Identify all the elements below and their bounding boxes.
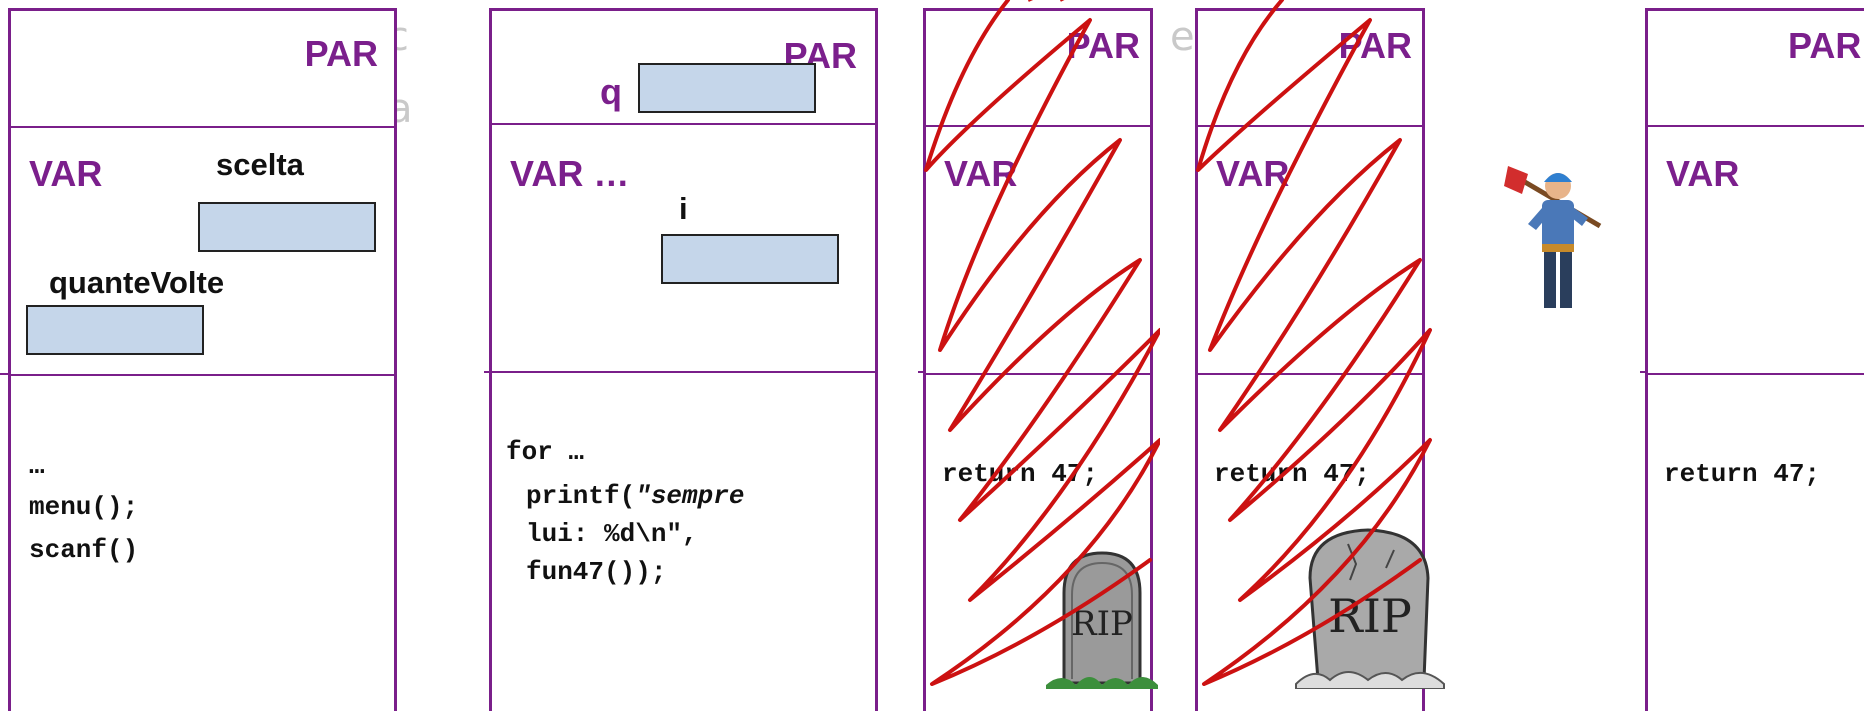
tombstone-icon: RIP [1046, 551, 1158, 689]
tombstone-text: RIP [1071, 604, 1133, 644]
divider-line [484, 371, 492, 373]
divider-line [11, 126, 394, 128]
code-line: … [29, 451, 45, 481]
code-line: printf("sempre [526, 477, 744, 515]
code-line: return 47; [1664, 459, 1821, 489]
par-label: PAR [304, 33, 378, 74]
worker-with-shovel-icon [1504, 166, 1602, 308]
background-text: e [1170, 14, 1195, 60]
divider-line [1198, 373, 1422, 375]
var-label: VAR … [510, 153, 630, 194]
code-line: lui: %d\n", [526, 519, 698, 549]
var-label: VAR [944, 153, 1018, 194]
divider-line [1648, 125, 1864, 127]
var-label: VAR [1216, 153, 1290, 194]
par-label: PAR [1788, 25, 1862, 66]
code-line: return 47; [1214, 459, 1371, 489]
variable-box [198, 202, 376, 252]
variable-name: i [679, 191, 688, 226]
stack-frame-caller: PAR q VAR … i for … printf("sempre lui: … [489, 8, 878, 711]
code-line: fun47()); [526, 557, 667, 587]
divider-line [492, 371, 875, 373]
par-label: PAR [1338, 25, 1412, 66]
divider-line [918, 371, 926, 373]
divider-line [1648, 373, 1864, 375]
code-line: menu(); [29, 492, 139, 522]
par-label: PAR [1066, 25, 1140, 66]
parameter-name: q [600, 71, 622, 112]
tombstone-icon: RIP [1295, 528, 1445, 689]
tombstone-text: RIP [1328, 589, 1412, 643]
stack-frame-fun47-new: PAR VAR return 47; [1645, 8, 1864, 711]
variable-name: quanteVolte [49, 265, 225, 300]
divider-line [926, 373, 1150, 375]
code-line: for … [506, 437, 585, 467]
var-label: VAR [29, 153, 103, 194]
var-label: VAR [1666, 153, 1740, 194]
stack-frame-main: PAR VAR scelta quanteVolte … menu(); sca… [8, 8, 397, 711]
variable-name: scelta [216, 147, 304, 182]
divider-line [0, 373, 8, 375]
code-line: return 47; [942, 459, 1099, 489]
parameter-box [638, 63, 816, 113]
divider-line [926, 125, 1150, 127]
divider-line [11, 374, 394, 376]
code-line: scanf() [29, 535, 139, 565]
divider-line [492, 123, 875, 125]
code-fragment: printf( [526, 481, 636, 511]
variable-box [26, 305, 204, 355]
divider-line [1198, 125, 1422, 127]
code-fragment: "sempre [635, 481, 745, 511]
divider-line [1640, 371, 1648, 373]
variable-box [661, 234, 839, 284]
